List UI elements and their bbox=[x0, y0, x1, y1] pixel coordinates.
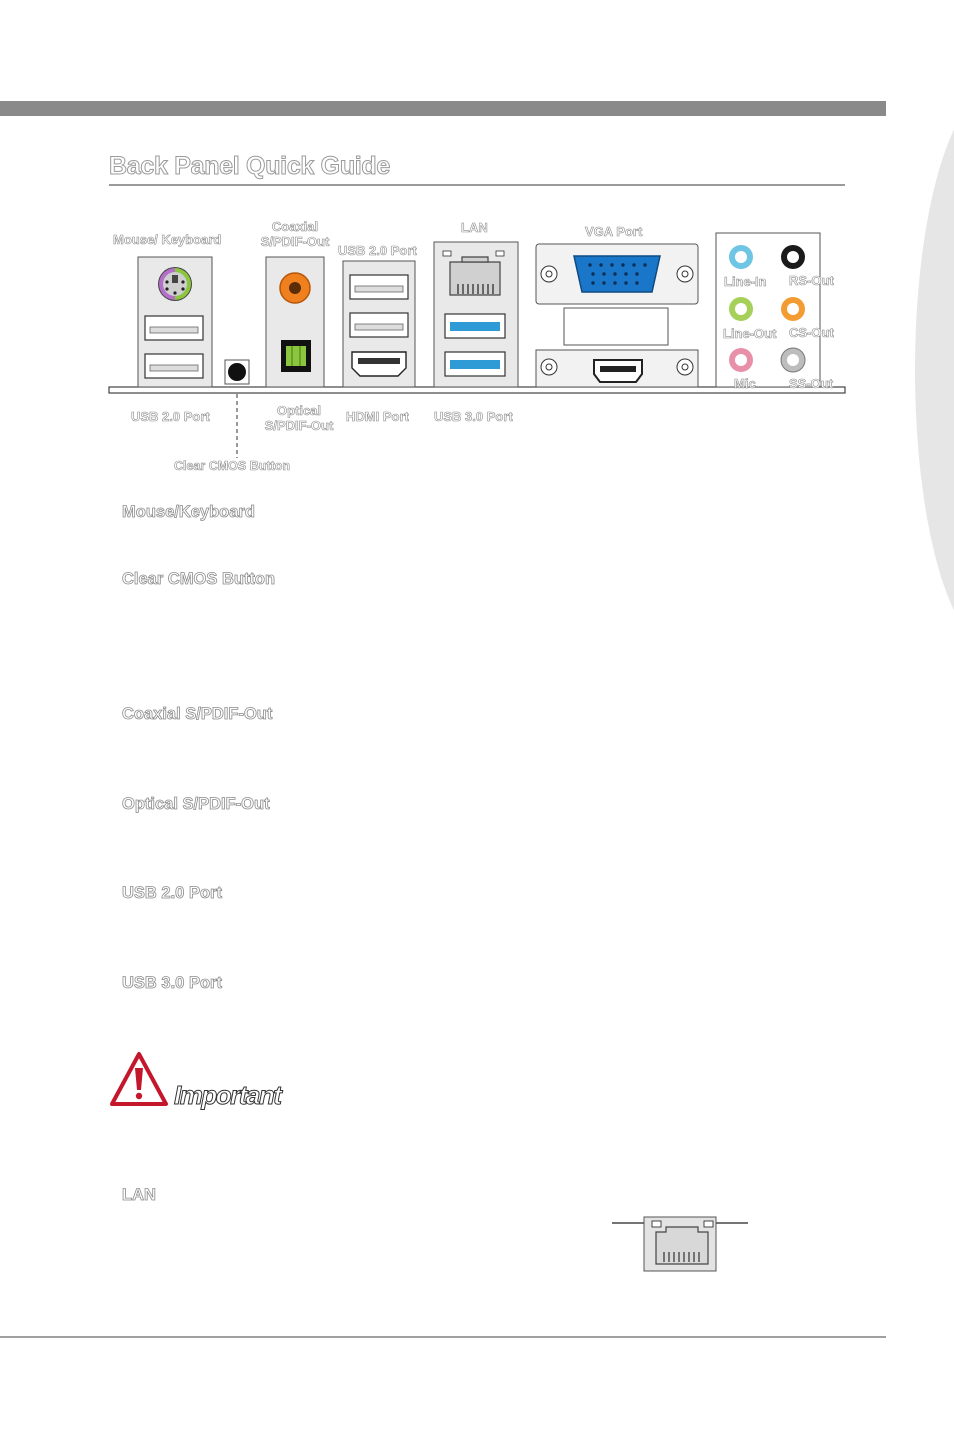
section-heading-usb30: USB 3.0 Port bbox=[122, 974, 223, 993]
lan-led-left bbox=[651, 1220, 662, 1228]
section-heading-mouse-keyboard: Mouse/Keyboard bbox=[122, 503, 256, 522]
clear-cmos-button bbox=[224, 359, 250, 458]
spdif-stack bbox=[265, 256, 325, 388]
label-rs-out: RS-Out bbox=[789, 273, 834, 289]
lan-usb3-stack bbox=[433, 241, 519, 388]
footer-rule bbox=[0, 1336, 886, 1338]
label-usb30: USB 3.0 Port bbox=[434, 409, 513, 425]
label-coaxial: Coaxial S/PDIF-Out bbox=[258, 219, 332, 250]
label-optical-line1: Optical bbox=[276, 403, 322, 419]
label-vga: VGA Port bbox=[585, 224, 643, 240]
label-usb20-bottom: USB 2.0 Port bbox=[131, 409, 210, 425]
vga-port bbox=[573, 255, 661, 293]
label-line-out: Line-Out bbox=[723, 326, 777, 342]
usb-hdmi-stack bbox=[342, 260, 416, 388]
label-clear-cmos: Clear CMOS Button bbox=[174, 459, 291, 474]
back-panel-diagram bbox=[108, 232, 846, 458]
section-heading-clear-cmos: Clear CMOS Button bbox=[122, 570, 276, 589]
section-heading-usb20: USB 2.0 Port bbox=[122, 884, 223, 903]
label-optical: Optical S/PDIF-Out bbox=[258, 403, 340, 434]
warning-icon bbox=[110, 1052, 168, 1106]
label-ss-out: SS-Out bbox=[789, 376, 834, 392]
label-hdmi: HDMI Port bbox=[346, 409, 409, 425]
important-label: Important bbox=[173, 1080, 282, 1111]
label-optical-line2: S/PDIF-Out bbox=[264, 418, 334, 434]
title-underline bbox=[109, 184, 845, 186]
section-heading-lan: LAN bbox=[122, 1186, 157, 1205]
ps2-usb-stack bbox=[137, 256, 213, 388]
label-cs-out: CS-Out bbox=[789, 325, 834, 341]
label-line-in: Line-In bbox=[724, 274, 767, 290]
label-coaxial-line2: S/PDIF-Out bbox=[260, 234, 330, 250]
label-mouse-keyboard: Mouse/ Keyboard bbox=[113, 232, 222, 248]
audio-jack-panel bbox=[715, 232, 821, 388]
label-mic: Mic bbox=[734, 376, 756, 392]
label-coaxial-line1: Coaxial bbox=[271, 219, 319, 235]
lan-led-diagram bbox=[612, 1216, 748, 1272]
section-heading-optical: Optical S/PDIF-Out bbox=[122, 795, 270, 814]
page-title: Back Panel Quick Guide bbox=[108, 152, 391, 181]
label-lan: LAN bbox=[461, 220, 488, 236]
vga-stack bbox=[535, 243, 699, 388]
lan-led-right bbox=[703, 1220, 714, 1228]
header-bar bbox=[0, 101, 886, 116]
section-heading-coaxial: Coaxial S/PDIF-Out bbox=[122, 705, 273, 724]
label-usb20-top: USB 2.0 Port bbox=[338, 243, 417, 259]
